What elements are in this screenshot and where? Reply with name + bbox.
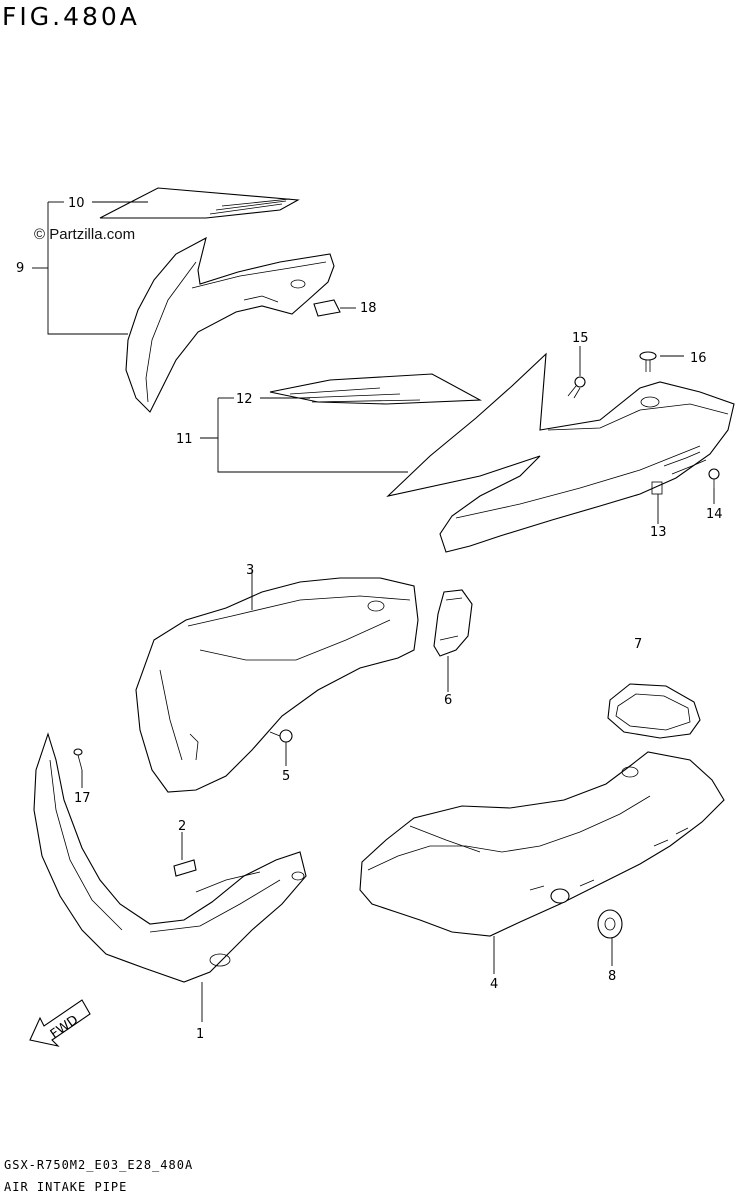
callout-9: 9 (16, 261, 24, 276)
callout-16: 16 (690, 351, 707, 366)
part-5-screw[interactable] (269, 729, 293, 743)
diagram-code: GSX-R750M2_E03_E28_480A (4, 1158, 194, 1172)
callout-8: 8 (608, 969, 616, 984)
callout-15: 15 (572, 331, 589, 346)
part-1-shape[interactable] (33, 732, 307, 983)
callout-14: 14 (706, 507, 723, 522)
part-17-screw[interactable] (73, 748, 83, 771)
callout-12: 12 (236, 392, 253, 407)
callout-3: 3 (246, 563, 254, 578)
callout-2: 2 (178, 819, 186, 834)
callout-6: 6 (444, 693, 452, 708)
part-14-screw[interactable] (708, 468, 720, 488)
part-18-shape[interactable] (313, 299, 341, 317)
figure-title: FIG.480A (2, 2, 140, 31)
callout-1: 1 (196, 1027, 204, 1042)
part-7-ring[interactable] (607, 683, 701, 739)
callout-10: 10 (68, 196, 85, 211)
part-9-shape[interactable] (125, 236, 335, 413)
part-6-shape[interactable] (433, 589, 473, 657)
callout-4: 4 (490, 977, 498, 992)
leader-lines (32, 201, 715, 1022)
part-10-shape[interactable] (99, 187, 300, 219)
callout-5: 5 (282, 769, 290, 784)
callout-17: 17 (74, 791, 91, 806)
watermark: © Partzilla.com (34, 226, 136, 243)
part-2-shape[interactable] (173, 859, 197, 877)
callout-7: 7 (634, 637, 642, 652)
part-12-shape[interactable] (269, 373, 483, 405)
part-11-shape[interactable] (386, 352, 735, 553)
callout-13: 13 (650, 525, 667, 540)
fwd-arrow: FWD (29, 999, 91, 1047)
part-3-shape[interactable] (135, 577, 419, 793)
part-16-rivet[interactable] (639, 351, 657, 372)
part-8-grommet[interactable] (597, 909, 623, 939)
callout-18: 18 (360, 301, 377, 316)
part-4-shape[interactable] (359, 751, 725, 937)
diagram-name: AIR INTAKE PIPE (4, 1180, 128, 1194)
callout-11: 11 (176, 432, 193, 447)
part-15-screw[interactable] (567, 376, 586, 399)
